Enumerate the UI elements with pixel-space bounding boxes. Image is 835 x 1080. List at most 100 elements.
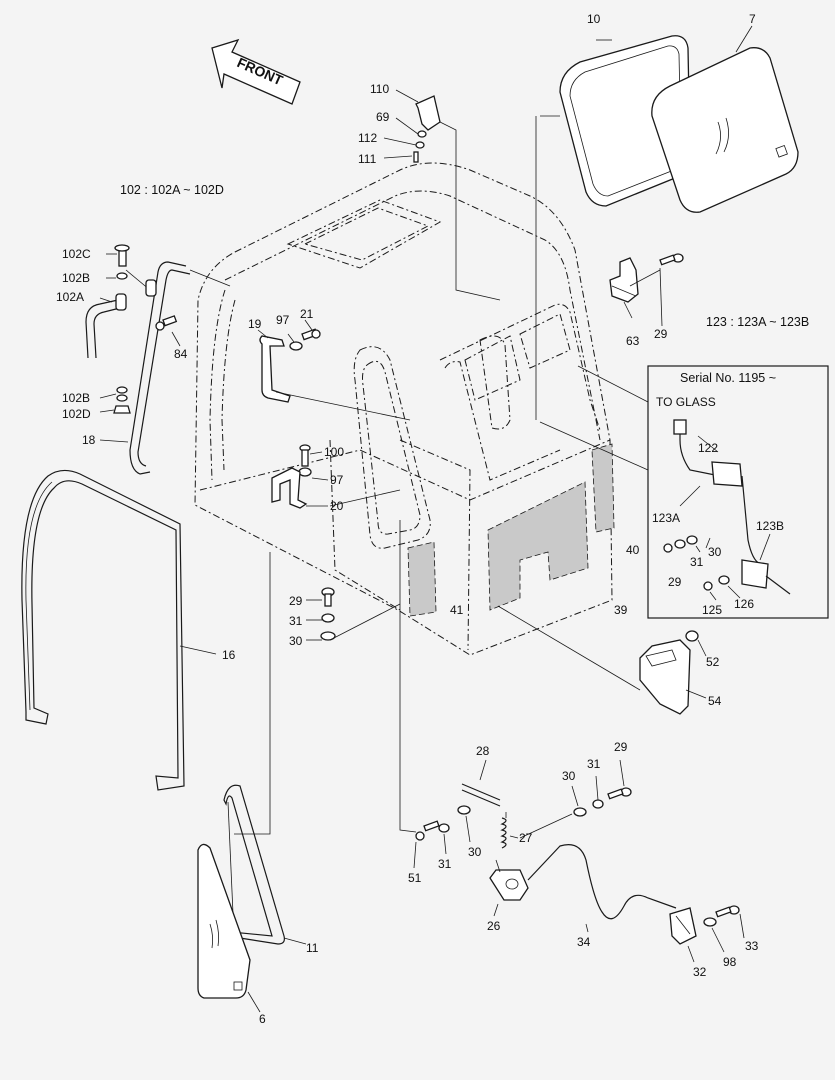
- callout-102A: 102A: [56, 290, 84, 304]
- callout-19: 19: [248, 317, 262, 331]
- washer-31a: [321, 613, 335, 623]
- rod-28: [461, 783, 501, 807]
- bolt-29b: [321, 587, 335, 607]
- callout-28: 28: [476, 744, 490, 758]
- washer-30c: [573, 807, 587, 817]
- spring-27: [500, 812, 507, 849]
- washer-98: [703, 917, 717, 927]
- callout-30a: 30: [289, 634, 303, 648]
- window-seal-16: [21, 469, 185, 791]
- callout-labels: 10 7 110 69 112 111 102C 102B 102A 102B …: [56, 12, 784, 1026]
- callout-31b: 31: [690, 555, 704, 569]
- roof-glass-7: [651, 47, 799, 213]
- callout-40: 40: [626, 543, 640, 557]
- front-direction-arrow: FRONT: [211, 38, 301, 105]
- callout-16: 16: [222, 648, 236, 662]
- callout-20: 20: [330, 499, 344, 513]
- callout-31d: 31: [438, 857, 452, 871]
- washer-30a: [320, 631, 336, 641]
- callout-102C: 102C: [62, 247, 91, 261]
- grommet-52: [685, 630, 699, 642]
- callout-102B-lower: 102B: [62, 391, 90, 405]
- step-handle-20: [271, 467, 308, 509]
- side-glass-6: [197, 843, 251, 999]
- callout-122: 122: [698, 441, 718, 455]
- callout-97b: 97: [330, 473, 344, 487]
- bolt-84: [155, 315, 178, 331]
- callout-84: 84: [174, 347, 188, 361]
- callout-123A: 123A: [652, 511, 680, 525]
- callout-30b: 30: [708, 545, 722, 559]
- callout-26: 26: [487, 919, 501, 933]
- callout-69: 69: [376, 110, 390, 124]
- note-range-123: 123 : 123A ~ 123B: [706, 315, 809, 329]
- cable-34: [527, 844, 677, 920]
- callout-31a: 31: [289, 614, 303, 628]
- callout-11: 11: [306, 941, 319, 955]
- callout-123B: 123B: [756, 519, 784, 533]
- latch-32: [669, 907, 697, 945]
- washer-112: [415, 141, 425, 149]
- washer-31c: [592, 799, 604, 809]
- callout-39: 39: [614, 603, 628, 617]
- callout-33: 33: [745, 939, 759, 953]
- callout-18: 18: [82, 433, 96, 447]
- bolt-111: [413, 151, 419, 163]
- callout-30c: 30: [562, 769, 576, 783]
- callout-31c: 31: [587, 757, 601, 771]
- callout-6: 6: [259, 1012, 266, 1026]
- washer-97a: [289, 341, 303, 351]
- panel-39: [487, 481, 589, 611]
- bolt-29a: [659, 253, 684, 266]
- washer-69: [417, 130, 427, 138]
- callout-100: 100: [324, 445, 344, 459]
- bracket-110: [415, 95, 441, 131]
- to-glass-label: TO GLASS: [656, 395, 716, 409]
- callout-54: 54: [708, 694, 722, 708]
- callout-29b: 29: [289, 594, 303, 608]
- callout-29d: 29: [614, 740, 628, 754]
- callout-41: 41: [450, 603, 464, 617]
- handrail-102-assembly: [85, 244, 131, 414]
- washer-30d: [457, 805, 471, 815]
- bolt-100: [299, 444, 311, 467]
- callout-29a: 29: [654, 327, 668, 341]
- callout-21: 21: [300, 307, 314, 321]
- callout-51: 51: [408, 871, 422, 885]
- washer-31d: [438, 823, 450, 833]
- bolt-21: [301, 328, 321, 341]
- handrail-18: [129, 261, 191, 475]
- serial-panel: Serial No. 1195 ~ TO GLASS: [647, 365, 829, 619]
- note-range-102: 102 : 102A ~ 102D: [120, 183, 224, 197]
- panel-41: [407, 541, 437, 617]
- callout-30d: 30: [468, 845, 482, 859]
- plate-54: [639, 639, 691, 715]
- callout-125: 125: [702, 603, 722, 617]
- callout-32: 32: [693, 965, 707, 979]
- callout-34: 34: [577, 935, 591, 949]
- washer-97b: [298, 467, 312, 477]
- callout-112: 112: [358, 131, 377, 145]
- bolt-33: [715, 905, 740, 918]
- callout-7: 7: [749, 12, 756, 26]
- serial-label: Serial No. 1195 ~: [680, 371, 776, 385]
- callout-111: 111: [358, 152, 377, 166]
- callout-97a: 97: [276, 313, 290, 327]
- callout-110: 110: [370, 82, 389, 96]
- callout-52: 52: [706, 655, 720, 669]
- callout-126: 126: [734, 597, 754, 611]
- callout-98: 98: [723, 955, 737, 969]
- callout-102D: 102D: [62, 407, 91, 421]
- panel-40: [591, 443, 615, 533]
- latch-63: [609, 257, 639, 303]
- grab-handle-19: [259, 335, 291, 403]
- bolt-51: [415, 820, 440, 841]
- callout-27: 27: [519, 831, 533, 845]
- callout-29c: 29: [668, 575, 682, 589]
- callout-10: 10: [587, 12, 601, 26]
- lever-26: [489, 869, 529, 901]
- cab-outline: [194, 162, 613, 656]
- callout-102B-upper: 102B: [62, 271, 90, 285]
- callout-63: 63: [626, 334, 640, 348]
